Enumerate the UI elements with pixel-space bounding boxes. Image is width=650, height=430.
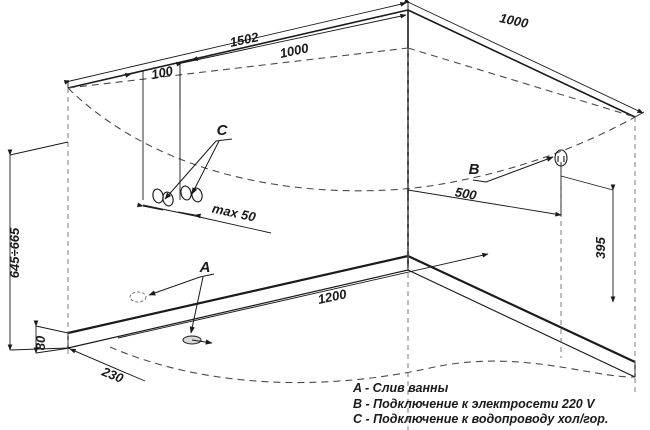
dimension-230-label: 230 xyxy=(99,363,126,386)
dimline-max50-arrow-left xyxy=(136,202,164,211)
water-fitting-3-icon xyxy=(180,185,192,201)
witness-395-top xyxy=(560,175,614,191)
dimline-100-outer-right xyxy=(179,56,199,64)
witness-645-bottom xyxy=(9,347,69,351)
water-fitting-2-icon xyxy=(162,191,174,207)
tub-front-apron xyxy=(67,254,636,363)
leader-a-shelf xyxy=(199,273,215,278)
reference-mark-a-label: A xyxy=(199,259,211,276)
dimline-max50-arrow-right xyxy=(177,211,201,219)
dimension-80 xyxy=(33,320,71,354)
dimension-1200 xyxy=(117,252,489,339)
dimline-500 xyxy=(407,189,562,217)
dimension-500 xyxy=(407,162,562,217)
leader-b-line xyxy=(485,156,554,183)
dimline-1200 xyxy=(117,252,489,339)
dimension-1000-right xyxy=(403,0,645,118)
witness-645-top xyxy=(9,141,69,156)
leader-c-shelf xyxy=(215,138,233,142)
leader-c-line-2 xyxy=(191,140,220,195)
leader-b xyxy=(472,156,554,183)
rim-edge-front-right xyxy=(407,47,636,118)
projection-lines xyxy=(67,48,636,430)
dimension-500-label: 500 xyxy=(454,184,479,203)
electrical-fitting-icon xyxy=(554,149,568,167)
dimension-395-label: 395 xyxy=(593,236,608,258)
rim-edge-front-left xyxy=(67,47,409,89)
drain-fittings xyxy=(129,291,147,303)
water-fitting-1-icon xyxy=(152,188,164,204)
tub-body-outline xyxy=(67,9,636,268)
dimension-80-label: 80 xyxy=(33,335,48,350)
tub-hidden-lines xyxy=(67,47,636,384)
reference-mark-b-label: B xyxy=(469,161,480,178)
dimension-100 xyxy=(124,56,199,200)
dimline-230-tail xyxy=(125,372,146,382)
drain-base-pointer xyxy=(191,339,213,345)
bowl-rim-curve xyxy=(67,87,636,192)
leader-b-shelf xyxy=(472,179,487,183)
dimension-230 xyxy=(67,347,146,382)
dimension-1000-right-label: 1000 xyxy=(498,10,530,31)
dimension-1000-top-label: 1000 xyxy=(278,40,310,61)
reference-mark-c-label: C xyxy=(217,122,229,139)
dimline-230-arrow xyxy=(69,348,127,374)
apron-top-edge-right xyxy=(407,255,636,363)
dimline-max50 xyxy=(142,204,196,217)
dimline-1000-right xyxy=(403,0,644,114)
legend-item-b: B - Подключение к электросети 220 V xyxy=(353,396,595,411)
dimline-max50-tail xyxy=(194,215,272,234)
tub-front-apron-lower xyxy=(67,256,636,378)
dimension-100-label: 100 xyxy=(150,63,175,82)
leader-c xyxy=(164,138,233,200)
apron-bottom-edge-left xyxy=(67,269,409,349)
base-floor-curve xyxy=(109,346,636,384)
leader-a-line-1 xyxy=(148,276,201,296)
dimline-1000-top xyxy=(175,13,407,67)
water-connection-fittings xyxy=(152,185,203,207)
apron-top-edge-left xyxy=(67,254,409,335)
dimension-1200-label: 1200 xyxy=(316,286,348,307)
legend: A - Слив ванны B - Подключение к электро… xyxy=(353,381,608,428)
dimension-max-50 xyxy=(136,202,272,234)
dimension-395 xyxy=(560,175,616,303)
electrical-connection-fitting xyxy=(554,149,568,167)
dimension-height-645-665 xyxy=(7,141,69,351)
apron-bottom-edge-right xyxy=(407,269,636,378)
dimline-100-outer-left xyxy=(124,70,144,78)
leader-c-line-1 xyxy=(164,140,217,200)
legend-item-a: A - Слив ванны xyxy=(353,381,449,395)
water-fitting-4-icon xyxy=(191,187,203,203)
leader-a xyxy=(148,273,215,334)
drain-base-fitting xyxy=(182,335,213,345)
witness-80-top xyxy=(35,325,69,334)
rim-edge-back-left xyxy=(67,9,409,89)
dimension-1000-top xyxy=(175,13,409,108)
leader-a-line-2 xyxy=(189,276,204,334)
witness-80-bottom xyxy=(35,347,71,354)
legend-item-c: C - Подключение к водопроводу хол/гор. xyxy=(353,412,609,426)
drain-outlet-icon xyxy=(129,291,147,303)
dimension-height-645-665-label: 645÷665 xyxy=(7,227,22,278)
